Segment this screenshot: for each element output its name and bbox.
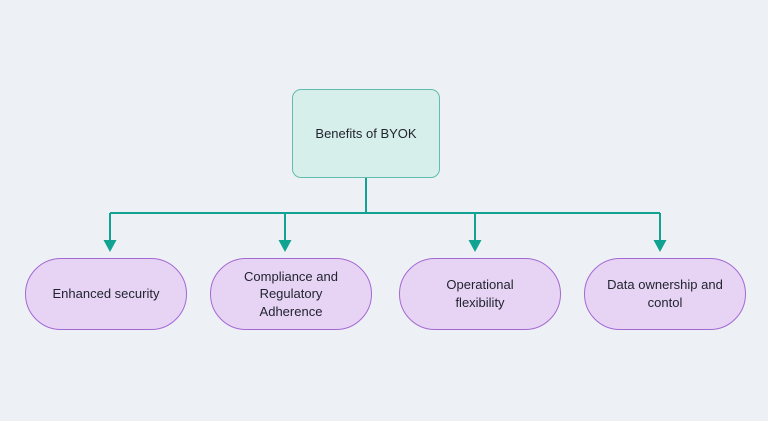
child-node-label: Compliance and Regulatory Adherence: [244, 268, 338, 319]
child-node-label: Enhanced security: [52, 286, 160, 302]
arrowhead-icon: [468, 240, 482, 252]
arrowhead-icon: [653, 240, 667, 252]
child-node-label: Data ownership and contol: [607, 277, 723, 310]
arrowhead-icon: [103, 240, 117, 252]
child-node-compliance-regulatory-adherence: Compliance and Regulatory Adherence: [210, 258, 372, 330]
root-node-benefits-of-byok: Benefits of BYOK: [292, 89, 440, 178]
root-node-label: Benefits of BYOK: [315, 125, 417, 141]
child-node-data-ownership-and-control: Data ownership and contol: [584, 258, 746, 330]
child-node-enhanced-security: Enhanced security: [25, 258, 187, 330]
arrowhead-icon: [278, 240, 292, 252]
child-node-label: Operational flexibility: [446, 277, 514, 310]
child-node-operational-flexibility: Operational flexibility: [399, 258, 561, 330]
